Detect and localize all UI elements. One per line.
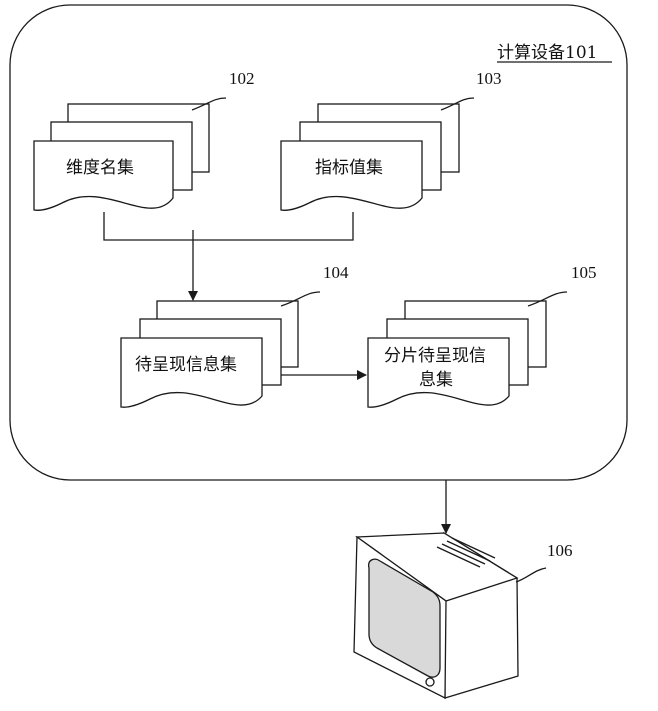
display-ref: 106 [547, 541, 573, 560]
sharded-set-label-line1: 分片待呈现信 [384, 346, 486, 366]
display-ref-leader [516, 568, 546, 582]
metric-set-label: 指标值集 [315, 158, 383, 178]
dimension-set-ref: 102 [229, 69, 255, 88]
sharded-set-ref: 105 [571, 263, 597, 282]
display-monitor-icon [354, 533, 518, 698]
pending-info-set-ref: 104 [323, 263, 349, 282]
computing-device-boundary [10, 5, 627, 480]
dimension-set-label: 维度名集 [66, 158, 134, 178]
power-button [426, 678, 434, 686]
sharded-set-label-line2: 息集 [419, 370, 453, 390]
pending-info-set-label: 待呈现信息集 [135, 355, 237, 375]
metric-set-ref: 103 [476, 69, 502, 88]
computing-device-label: 计算设备101 [497, 43, 597, 63]
